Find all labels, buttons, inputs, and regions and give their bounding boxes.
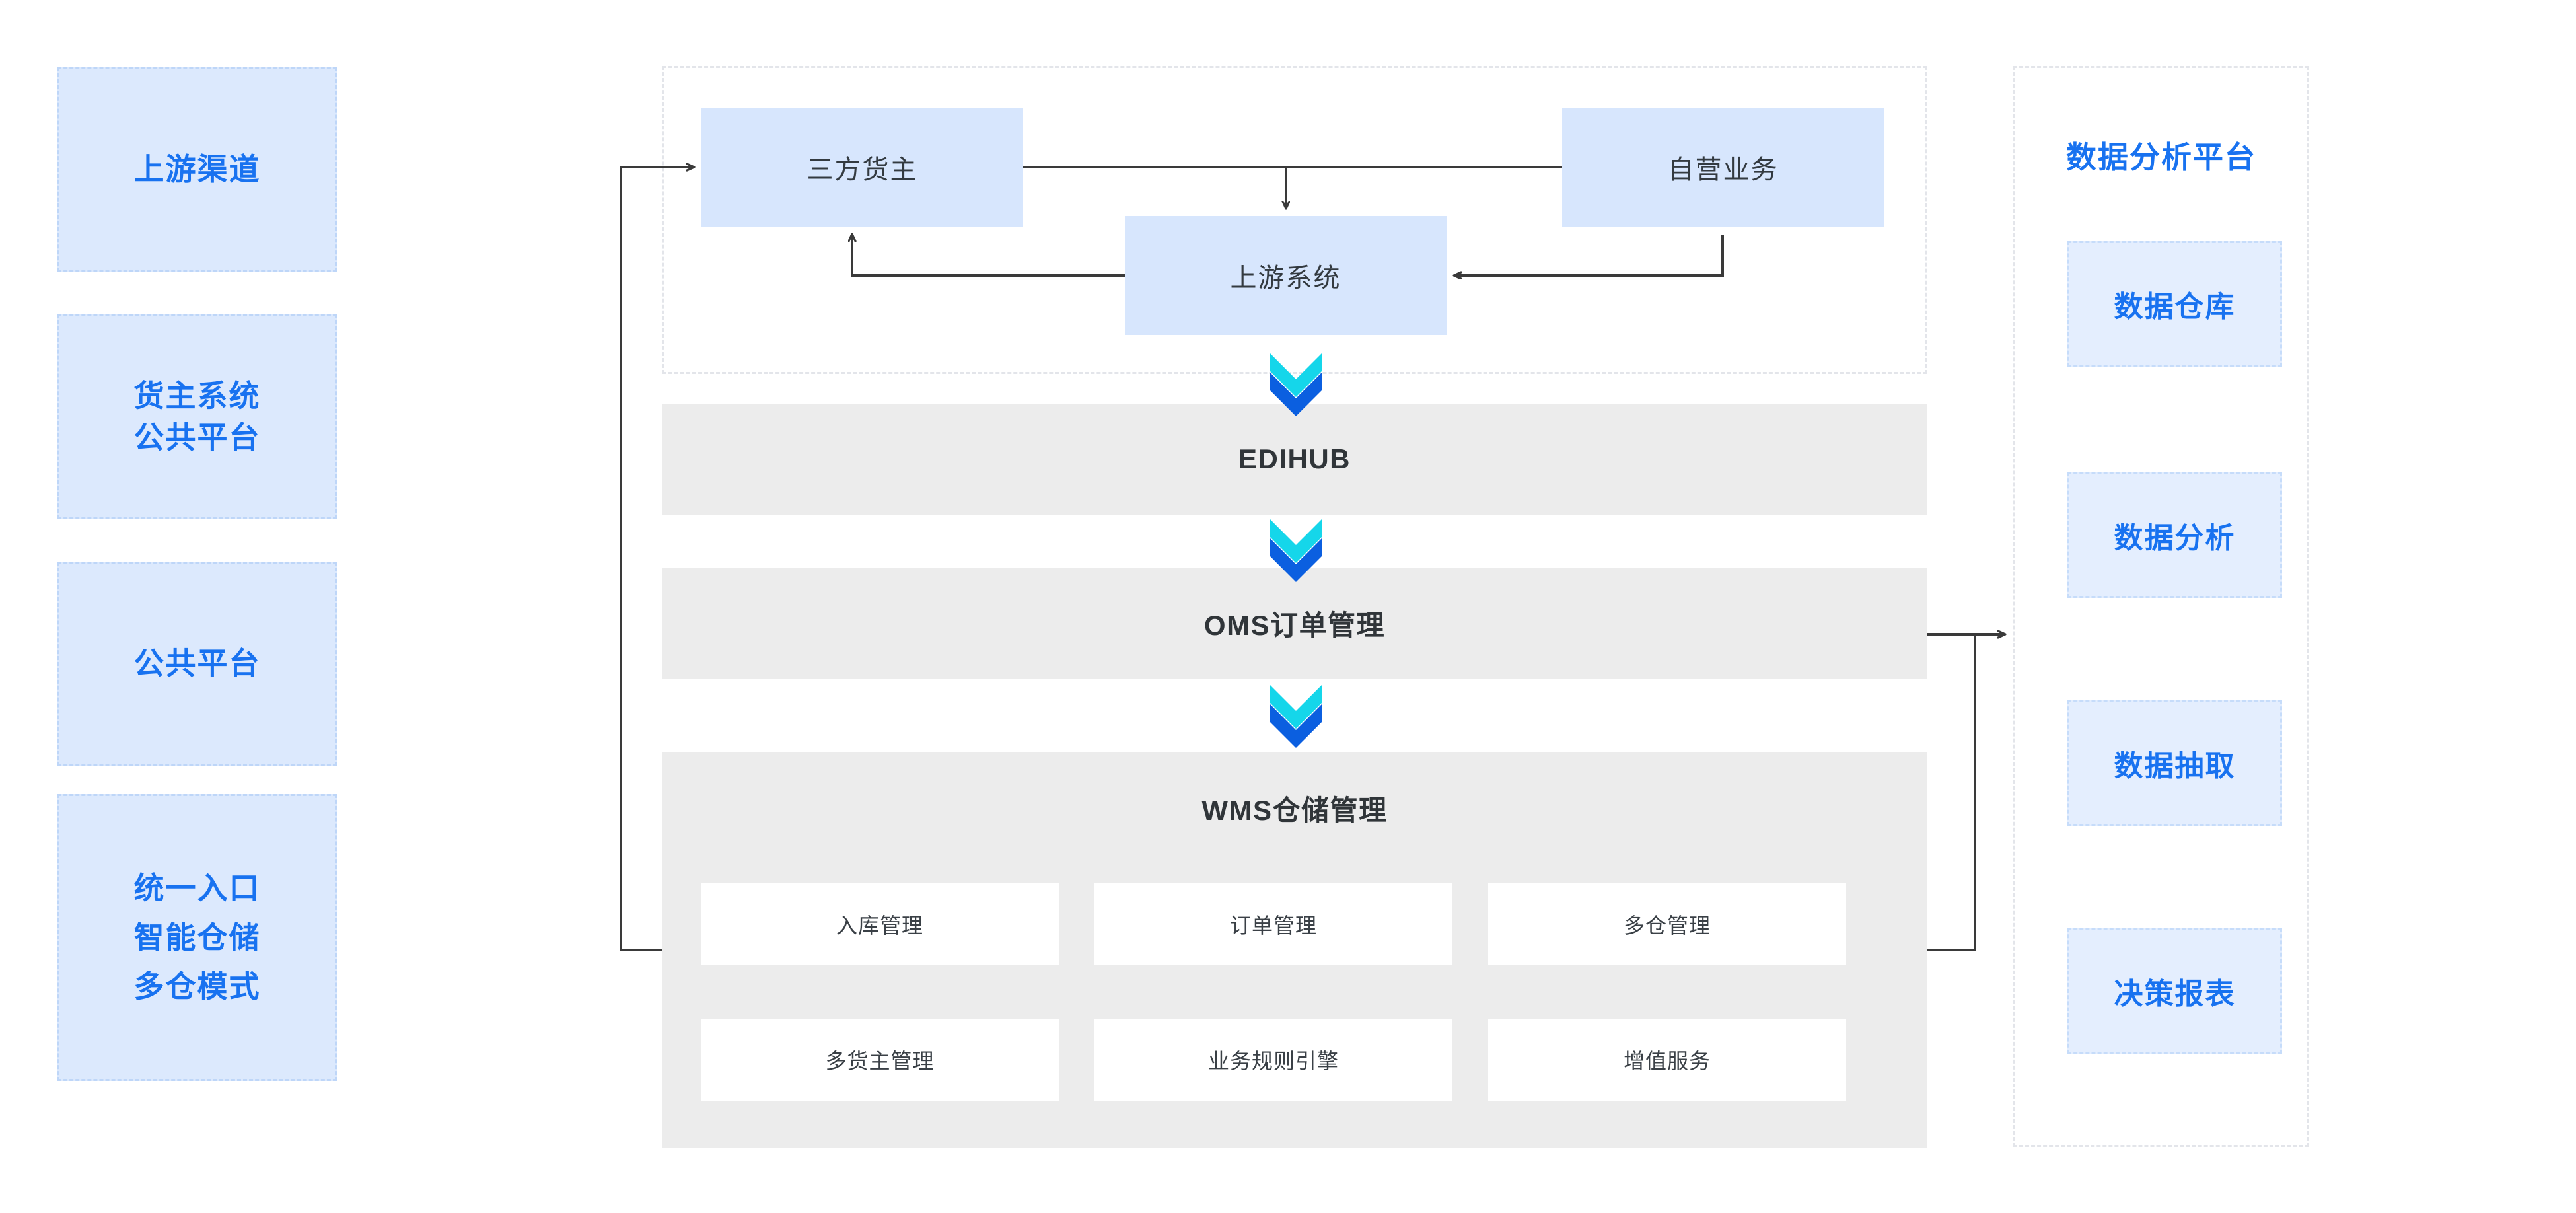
data-platform-panel: [2013, 66, 2309, 1147]
box-label: 自营业务: [1667, 155, 1779, 184]
band-label: OMS订单管理: [1203, 609, 1386, 641]
right-item-decision-report[interactable]: 决策报表: [2067, 928, 2282, 1054]
left-item-upstream-channel[interactable]: 上游渠道: [57, 67, 337, 272]
left-item-line: 公共平台: [133, 420, 261, 455]
module-label: 多仓管理: [1623, 914, 1711, 937]
right-item-data-extraction[interactable]: 数据抽取: [2067, 700, 2282, 826]
wms-module-multi-shipper[interactable]: 多货主管理: [701, 1019, 1059, 1101]
right-item-label: 数据仓库: [2114, 291, 2236, 323]
module-label: 业务规则引擎: [1207, 1049, 1339, 1073]
wms-module-multi-warehouse[interactable]: 多仓管理: [1488, 883, 1846, 965]
left-item-line: 统一入口: [133, 871, 261, 906]
module-label: 增值服务: [1623, 1049, 1711, 1073]
wms-module-value-added[interactable]: 增值服务: [1488, 1019, 1846, 1101]
upstream-box-self-operated[interactable]: 自营业务: [1562, 108, 1884, 227]
upstream-box-third-party-shipper[interactable]: 三方货主: [701, 108, 1023, 227]
left-item-public-platform[interactable]: 公共平台: [57, 562, 337, 766]
left-item-line: 智能仓储: [133, 920, 261, 955]
connector-wms-to-data-platform: [1927, 634, 1976, 951]
upstream-box-upstream-system[interactable]: 上游系统: [1125, 216, 1447, 335]
right-item-label: 数据抽取: [2114, 750, 2236, 782]
wms-label: WMS仓储管理: [1201, 795, 1388, 826]
box-label: 上游系统: [1230, 264, 1342, 293]
module-label: 订单管理: [1229, 914, 1317, 937]
right-item-label: 数据分析: [2114, 522, 2236, 554]
box-label: 三方货主: [806, 155, 918, 184]
left-item-line: 货主系统: [133, 378, 261, 413]
left-item-unified-entry[interactable]: 统一入口 智能仓储 多仓模式: [57, 794, 337, 1081]
band-wms[interactable]: WMS仓储管理 入库管理 订单管理 多仓管理 多货主管理 业务规则引擎 增值服务: [662, 752, 1927, 1148]
chevron-oms-to-wms: [1270, 684, 1322, 748]
band-label: EDIHUB: [1238, 443, 1351, 474]
data-platform-title: 数据分析平台: [2013, 132, 2309, 178]
right-item-data-analysis[interactable]: 数据分析: [2067, 472, 2282, 598]
left-item-shipper-system[interactable]: 货主系统 公共平台: [57, 314, 337, 519]
wms-module-inbound[interactable]: 入库管理: [701, 883, 1059, 965]
panel-title-text: 数据分析平台: [2066, 140, 2256, 174]
wms-module-rule-engine[interactable]: 业务规则引擎: [1094, 1019, 1452, 1101]
right-item-label: 决策报表: [2114, 978, 2236, 1010]
right-item-data-warehouse[interactable]: 数据仓库: [2067, 241, 2282, 367]
left-item-line: 公共平台: [133, 646, 261, 681]
module-label: 多货主管理: [825, 1049, 935, 1073]
band-oms[interactable]: OMS订单管理: [662, 568, 1927, 679]
left-item-line: 多仓模式: [133, 969, 261, 1004]
band-edihub[interactable]: EDIHUB: [662, 404, 1927, 515]
wms-module-order[interactable]: 订单管理: [1094, 883, 1452, 965]
left-item-line: 上游渠道: [133, 152, 261, 187]
module-label: 入库管理: [836, 914, 923, 937]
